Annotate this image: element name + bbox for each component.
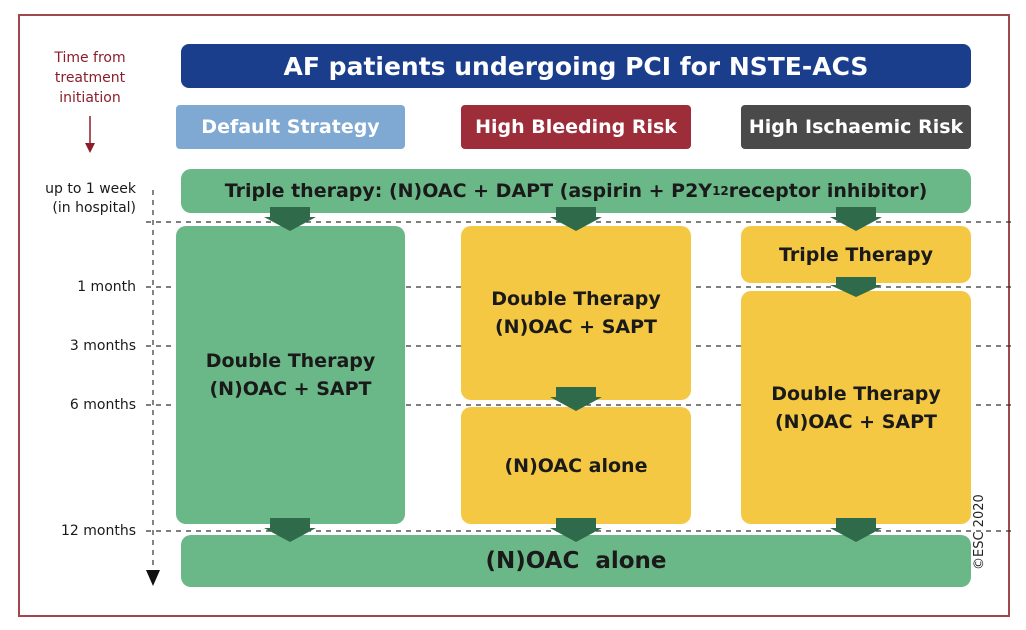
default-double-line1: Double Therapy [205, 350, 376, 372]
triple-therapy-text-pre: Triple therapy: (N)OAC + DAPT (aspirin +… [224, 180, 713, 202]
arrow-default-from-triple [264, 207, 316, 231]
noac-alone-bottom-bar: (N)OAC alone [181, 535, 971, 587]
tick-12-months: 12 months [61, 523, 136, 539]
arrow-bleeding-double-to-alone [550, 387, 602, 411]
diagram-title: AF patients undergoing PCI for NSTE-ACS [181, 44, 971, 88]
header-default-strategy: Default Strategy [176, 105, 405, 149]
triple-therapy-text-post: receptor inhibitor) [728, 180, 928, 202]
default-double-therapy-box: Double Therapy (N)OAC + SAPT [176, 226, 405, 524]
ischaemic-double-line2: (N)OAC + SAPT [775, 410, 937, 433]
copyright-note: ©ESC 2020 [972, 494, 987, 570]
ischaemic-double-line1: Double Therapy [771, 382, 941, 405]
arrow-bleeding-to-bottom [550, 518, 602, 542]
default-double-line2: (N)OAC + SAPT [209, 378, 372, 400]
tick-up-to-1-week: up to 1 week [45, 181, 136, 197]
arrow-ischaemic-to-bottom [830, 518, 882, 542]
triple-therapy-subscript: 12 [712, 184, 729, 198]
arrow-default-to-bottom [264, 518, 316, 542]
time-title-arrowhead [85, 143, 95, 153]
ischaemic-double-therapy-box: Double Therapy (N)OAC + SAPT [741, 291, 971, 524]
bleeding-double-line2: (N)OAC + SAPT [495, 316, 657, 338]
ischaemic-triple-therapy-box: Triple Therapy [741, 226, 971, 283]
tick-6-months: 6 months [69, 397, 136, 413]
tick-1-month: 1 month [77, 279, 136, 295]
tick-in-hospital: (in hospital) [52, 200, 136, 216]
time-axis-title: Time from treatment initiation [54, 50, 126, 106]
bleeding-noac-alone-box: (N)OAC alone [461, 407, 691, 524]
bleeding-double-therapy-box: Double Therapy (N)OAC + SAPT [461, 226, 691, 400]
bleeding-double-line1: Double Therapy [491, 288, 661, 310]
header-high-ischaemic-risk: High Ischaemic Risk [741, 105, 971, 149]
header-high-bleeding-risk: High Bleeding Risk [461, 105, 691, 149]
figure-frame [18, 14, 1010, 617]
arrow-bleeding-from-triple [550, 207, 602, 231]
tick-3-months: 3 months [69, 338, 136, 354]
arrow-ischaemic-from-triple [830, 207, 882, 231]
time-axis-arrowhead [146, 570, 160, 586]
arrow-ischaemic-triple-to-double [830, 277, 882, 297]
triple-therapy-bar: Triple therapy: (N)OAC + DAPT (aspirin +… [181, 169, 971, 213]
